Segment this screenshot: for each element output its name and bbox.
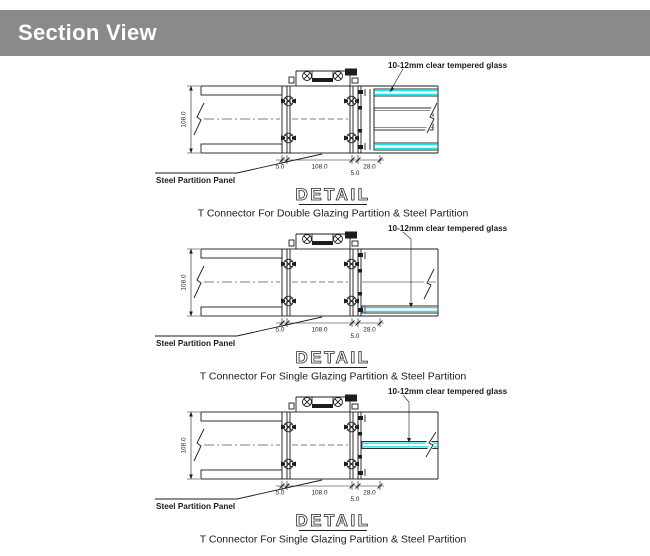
- steel-panel: [193, 85, 283, 154]
- detail-drawing: 10-12mm clear tempered glass: [0, 56, 650, 219]
- panel-leader-line: [155, 153, 323, 174]
- glass-label: 10-12mm clear tempered glass: [388, 61, 508, 70]
- t-connector: [281, 85, 359, 154]
- dim-offset-right: 5.0: [351, 333, 360, 340]
- steel-panel: [193, 248, 283, 317]
- dim-offset-right: 5.0: [351, 496, 360, 503]
- head-profile-icon: [288, 68, 359, 86]
- dim-width-text: 108.0: [312, 327, 328, 334]
- break-symbol-right: [423, 268, 435, 300]
- panel-callout: Steel Partition Panel: [155, 153, 323, 185]
- dim-offset-right: 5.0: [351, 170, 360, 177]
- break-symbol-right: [425, 431, 437, 458]
- dim-height-text: 108.0: [181, 437, 188, 453]
- break-symbol-right: [426, 102, 438, 134]
- dim-offset-left: 5.0: [276, 490, 285, 497]
- panel-label: Steel Partition Panel: [156, 502, 235, 511]
- panel-leader-line: [155, 479, 323, 500]
- leader-arrow-icon: [407, 438, 411, 443]
- break-symbol-left: [193, 428, 205, 462]
- glazing-single-bottom: [361, 231, 439, 314]
- drawing-sheet: 10-12mm clear tempered glass: [0, 56, 650, 545]
- dimension-height: 108.0: [181, 85, 200, 154]
- fastener-icon: [281, 458, 296, 470]
- detail-title: DETAIL: [295, 511, 370, 530]
- dim-width-text: 108.0: [312, 490, 328, 497]
- glass-label: 10-12mm clear tempered glass: [388, 387, 508, 396]
- panel-callout: Steel Partition Panel: [155, 316, 323, 348]
- glazing-frame: [358, 85, 439, 154]
- fastener-icon: [344, 132, 359, 144]
- fastener-icon: [281, 132, 296, 144]
- head-profile-icon: [288, 231, 359, 249]
- leader-arrow-icon: [389, 86, 395, 93]
- section-detail-svg: 10-12mm clear tempered glass: [155, 387, 508, 546]
- t-connector: [281, 411, 359, 480]
- glass-label: 10-12mm clear tempered glass: [388, 224, 508, 233]
- glazing-frame: [358, 411, 439, 480]
- fastener-icon: [281, 421, 296, 433]
- drawing-caption: T Connector For Single Glazing Partition…: [200, 534, 467, 546]
- break-symbol-left: [193, 102, 205, 136]
- dimension-height: 108.0: [181, 411, 200, 480]
- panel-leader-line: [155, 316, 323, 337]
- glazing-double: [369, 68, 439, 151]
- detail-drawing: 10-12mm clear tempered glass: [0, 382, 650, 545]
- fastener-icon: [281, 95, 296, 107]
- fastener-icon: [344, 295, 359, 307]
- glazing-frame: [358, 248, 439, 317]
- panel-label: Steel Partition Panel: [156, 339, 235, 348]
- section-detail-svg: 10-12mm clear tempered glass: [155, 224, 508, 383]
- fastener-icon: [344, 421, 359, 433]
- dim-glazing-width: 28.0: [363, 327, 376, 334]
- dim-height-text: 108.0: [181, 111, 188, 127]
- fastener-icon: [344, 258, 359, 270]
- fastener-icon: [281, 295, 296, 307]
- t-connector: [281, 248, 359, 317]
- drawing-caption: T Connector For Single Glazing Partition…: [200, 371, 467, 383]
- dim-glazing-width: 28.0: [363, 490, 376, 497]
- dim-offset-left: 5.0: [276, 164, 285, 171]
- section-detail-svg: 10-12mm clear tempered glass: [155, 61, 508, 220]
- glazing-single-middle: [361, 394, 439, 459]
- dim-glazing-width: 28.0: [363, 164, 376, 171]
- section-header: Section View: [0, 10, 650, 56]
- fastener-icon: [344, 95, 359, 107]
- drawing-caption: T Connector For Double Glazing Partition…: [198, 208, 469, 220]
- panel-label: Steel Partition Panel: [156, 176, 235, 185]
- page-title: Section View: [18, 20, 157, 45]
- fastener-icon: [281, 258, 296, 270]
- dim-offset-left: 5.0: [276, 327, 285, 334]
- glass-leader-line: [390, 68, 404, 91]
- detail-title: DETAIL: [295, 185, 370, 204]
- leader-arrow-icon: [409, 303, 413, 308]
- steel-panel: [193, 411, 283, 480]
- break-symbol-left: [193, 265, 205, 299]
- detail-drawing: 10-12mm clear tempered glass: [0, 219, 650, 382]
- dim-height-text: 108.0: [181, 274, 188, 290]
- head-profile-icon: [288, 394, 359, 412]
- dimension-width: 5.0 108.0 5.0 28.0: [276, 155, 384, 177]
- fastener-icon: [344, 458, 359, 470]
- detail-title: DETAIL: [295, 348, 370, 367]
- glass-leader-line: [402, 231, 412, 303]
- dimension-width: 5.0 108.0 5.0 28.0: [276, 481, 384, 503]
- dimension-width: 5.0 108.0 5.0 28.0: [276, 318, 384, 340]
- steel-spacer-hatch: [373, 107, 434, 131]
- panel-callout: Steel Partition Panel: [155, 479, 323, 511]
- dimension-height: 108.0: [181, 248, 200, 317]
- dim-width-text: 108.0: [312, 164, 328, 171]
- glass-leader-line: [402, 394, 410, 438]
